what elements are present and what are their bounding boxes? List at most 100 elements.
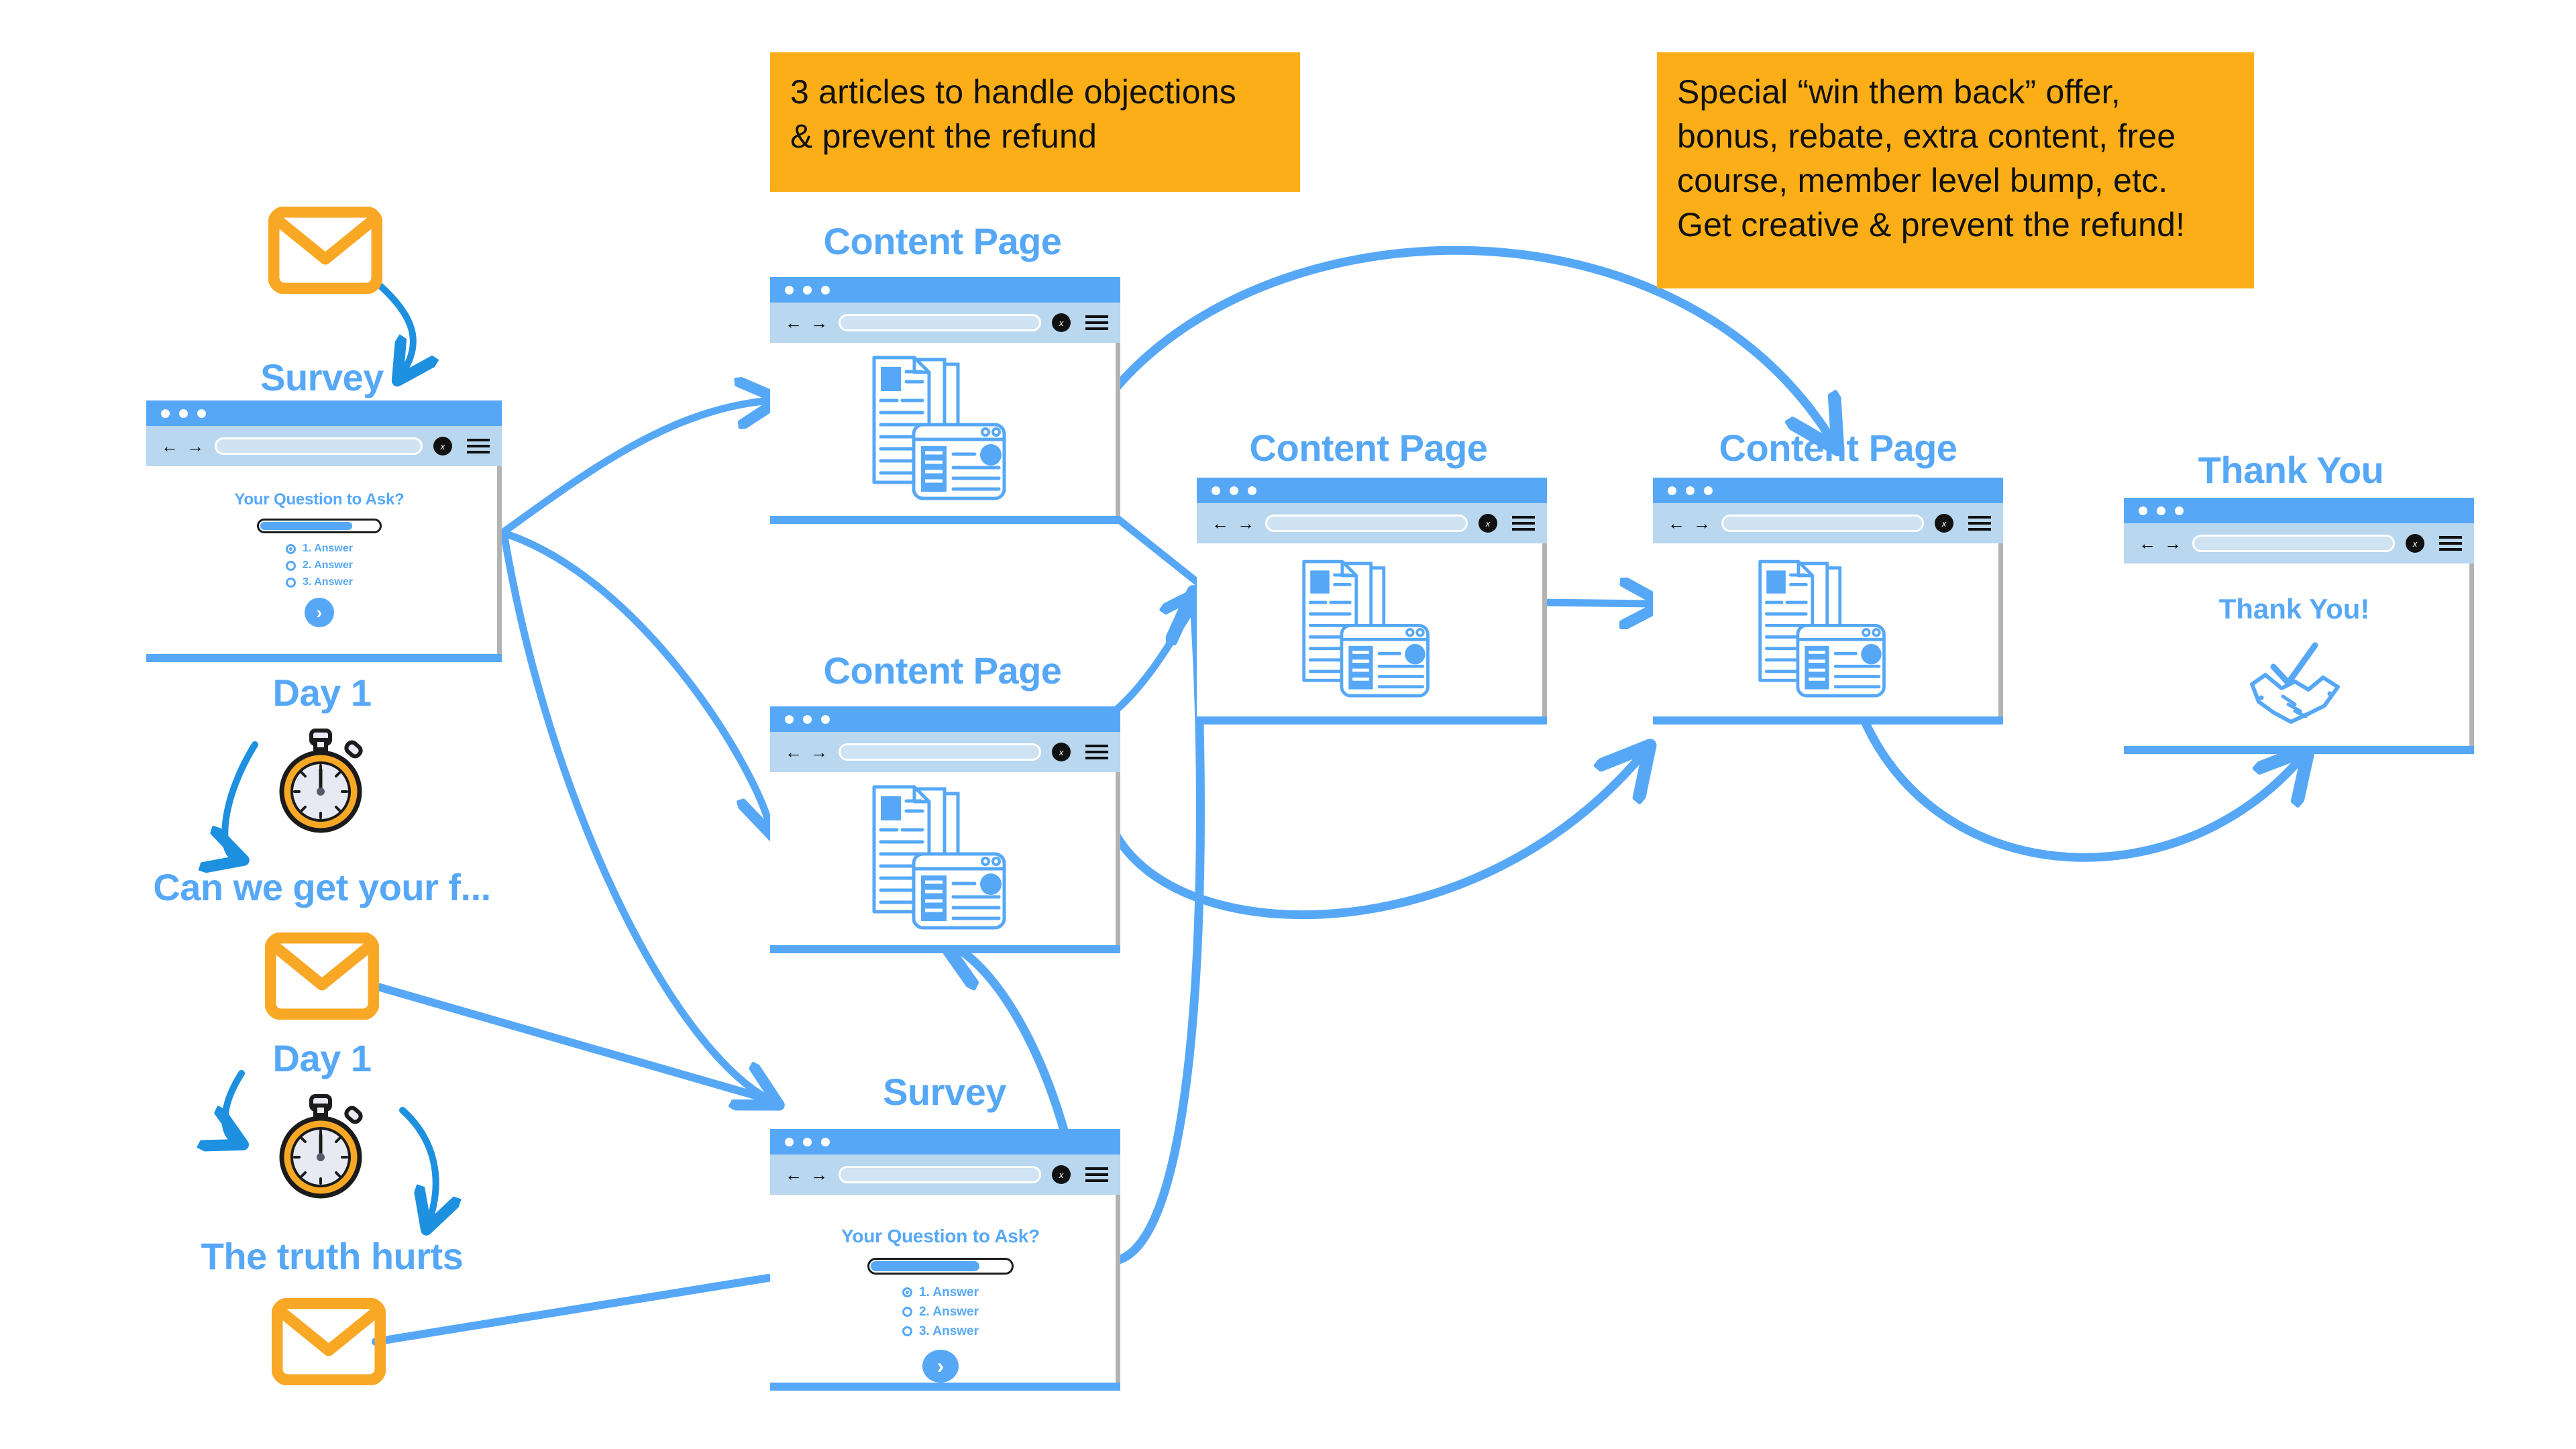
survey-next-button[interactable]: › <box>922 1349 959 1383</box>
nav-buttons[interactable]: ← → <box>1668 513 1711 534</box>
radio-icon[interactable] <box>286 543 296 554</box>
nav-buttons[interactable]: ← → <box>785 742 828 763</box>
browser-toolbar: ← → x <box>770 732 1120 772</box>
arrow-cp2-to-cp3 <box>1111 597 1199 715</box>
survey-answer-option[interactable]: 2. Answer <box>286 559 353 572</box>
survey-answer-option[interactable]: 3. Answer <box>286 576 353 588</box>
menu-icon[interactable] <box>2439 536 2462 551</box>
back-icon[interactable]: ← <box>2139 533 2156 553</box>
sticky-note-articles: 3 articles to handle objections & preven… <box>770 52 1300 192</box>
window-dot <box>1668 486 1676 495</box>
nav-buttons[interactable]: ← → <box>161 436 204 457</box>
window-dot <box>161 409 170 418</box>
browser-toolbar: ← → x <box>2124 523 2474 564</box>
close-icon[interactable]: x <box>2406 534 2424 553</box>
survey-body: Your Question to Ask? 1. Answer 2. Answe… <box>770 1195 1120 1383</box>
radio-icon[interactable] <box>286 577 296 588</box>
window-thank-you[interactable]: ← → x Thank You! <box>2124 498 2474 754</box>
survey-answer-option[interactable]: 1. Answer <box>286 543 353 555</box>
back-icon[interactable]: ← <box>1212 513 1229 533</box>
nav-buttons[interactable]: ← → <box>785 1165 828 1185</box>
line-cp1-to-cp3 <box>1111 513 1212 594</box>
forward-icon[interactable]: → <box>1237 513 1254 533</box>
url-input[interactable] <box>215 437 423 455</box>
thank-you-heading: Thank You! <box>2218 593 2370 625</box>
email-icon-1[interactable] <box>268 206 383 294</box>
window-dot <box>821 285 830 294</box>
close-icon[interactable]: x <box>1052 1165 1071 1184</box>
window-survey-top[interactable]: ← → x Your Question to Ask? 1. Answer <box>146 400 502 662</box>
url-input[interactable] <box>1265 515 1468 532</box>
survey-answer-label: 2. Answer <box>918 1304 979 1319</box>
back-icon[interactable]: ← <box>785 312 802 333</box>
email-icon-2[interactable] <box>264 932 380 1020</box>
window-footer <box>146 654 502 662</box>
close-icon[interactable]: x <box>1052 743 1071 761</box>
menu-icon[interactable] <box>1085 1167 1108 1182</box>
forward-icon[interactable]: → <box>2164 533 2182 553</box>
radio-icon[interactable] <box>902 1326 912 1337</box>
nav-buttons[interactable]: ← → <box>2139 533 2182 554</box>
arrow-bottom-survey-to-cp3 <box>1109 604 1200 1266</box>
close-icon[interactable]: x <box>1479 514 1497 533</box>
window-dot <box>785 1137 794 1146</box>
nav-buttons[interactable]: ← → <box>785 313 828 333</box>
window-dot <box>1704 486 1713 495</box>
menu-icon[interactable] <box>1085 315 1108 330</box>
survey-answer-option[interactable]: 2. Answer <box>902 1305 979 1320</box>
nav-buttons[interactable]: ← → <box>1212 513 1254 534</box>
titlebar <box>1197 478 1547 503</box>
window-dot <box>785 714 794 724</box>
window-footer <box>2124 746 2474 754</box>
survey-answer-option[interactable]: 3. Answer <box>902 1324 979 1339</box>
close-icon[interactable]: x <box>433 437 452 455</box>
menu-icon[interactable] <box>1085 745 1108 759</box>
menu-icon[interactable] <box>1968 516 1991 531</box>
menu-icon[interactable] <box>467 439 490 453</box>
radio-icon[interactable] <box>286 560 296 571</box>
radio-icon[interactable] <box>902 1287 912 1298</box>
url-input[interactable] <box>839 1166 1041 1183</box>
close-icon[interactable]: x <box>1052 313 1071 332</box>
survey-progress-bar <box>257 519 382 533</box>
url-input[interactable] <box>839 314 1041 331</box>
forward-icon[interactable]: → <box>810 1164 828 1185</box>
forward-icon[interactable]: → <box>810 312 828 333</box>
forward-icon[interactable]: → <box>810 741 828 762</box>
url-input[interactable] <box>839 743 1041 761</box>
titlebar <box>1653 478 2003 503</box>
menu-icon[interactable] <box>1512 516 1535 531</box>
url-input[interactable] <box>2192 535 2395 552</box>
window-dot <box>2139 506 2147 515</box>
envelope-icon <box>268 206 383 294</box>
window-dot <box>1212 486 1220 495</box>
envelope-icon <box>264 932 380 1020</box>
forward-icon[interactable]: → <box>186 435 204 456</box>
close-icon[interactable]: x <box>1935 514 1953 533</box>
survey-question: Your Question to Ask? <box>841 1226 1040 1246</box>
email-icon-3[interactable] <box>271 1297 386 1386</box>
url-input[interactable] <box>1721 515 1924 532</box>
back-icon[interactable]: ← <box>161 435 178 456</box>
window-survey-bottom[interactable]: ← → x Your Question to Ask? 1. Answer <box>770 1129 1120 1391</box>
window-content-page-2[interactable]: ← → x <box>770 706 1120 953</box>
window-content-page-4[interactable]: ← → x <box>1653 478 2003 724</box>
line-email1-to-bottom-survey <box>372 982 775 1104</box>
back-icon[interactable]: ← <box>785 1164 802 1185</box>
browser-toolbar: ← → x <box>1653 503 2003 543</box>
back-icon[interactable]: ← <box>785 741 802 762</box>
window-content-page-3[interactable]: ← → x <box>1197 478 1547 724</box>
window-dot <box>2175 506 2184 515</box>
survey-answer-label: 1. Answer <box>303 543 353 554</box>
sticky-note-winback: Special “win them back” offer, bonus, re… <box>1657 52 2254 288</box>
survey-answer-option[interactable]: 1. Answer <box>902 1285 979 1300</box>
titlebar <box>770 1129 1120 1155</box>
forward-icon[interactable]: → <box>1693 513 1711 533</box>
window-dot <box>803 285 812 294</box>
window-content-page-1[interactable]: ← → x <box>770 277 1120 524</box>
survey-next-button[interactable]: › <box>305 598 334 627</box>
window-dot <box>1230 486 1238 495</box>
back-icon[interactable]: ← <box>1668 513 1685 533</box>
window-dot <box>197 409 206 418</box>
radio-icon[interactable] <box>902 1307 912 1318</box>
